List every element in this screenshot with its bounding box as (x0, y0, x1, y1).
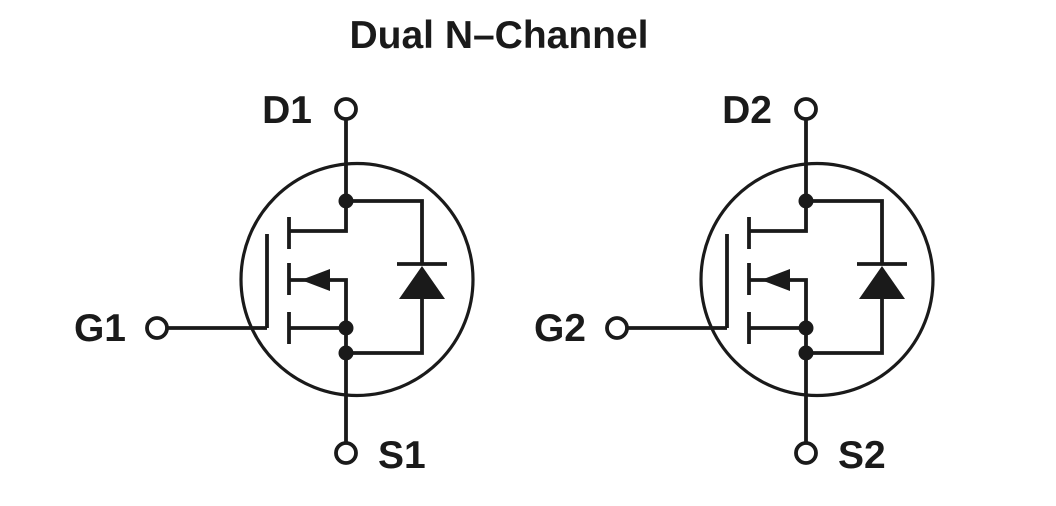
mosfet-q2-symbol: D2 G2 S2 (534, 89, 935, 477)
junction-dot-drain (338, 193, 354, 209)
gate-terminal (605, 316, 629, 340)
source-terminal (794, 441, 818, 465)
junction-dot-source-body (798, 320, 814, 336)
drain-label: D2 (722, 89, 772, 132)
junction-dot-source-body (338, 320, 354, 336)
diode-upper-branch (806, 199, 884, 264)
drain-terminal (794, 97, 818, 121)
drain-channel-connection (289, 201, 348, 233)
page-title: Dual N–Channel (349, 14, 648, 57)
body-connection (289, 278, 348, 328)
gate-label: G2 (534, 307, 586, 350)
diode-upper-branch (346, 199, 424, 264)
transistor-envelope-circle (239, 161, 475, 398)
source-terminal (334, 441, 358, 465)
body-arrow-icon (301, 269, 330, 291)
gate-label: G1 (74, 307, 126, 350)
gate-terminal (145, 316, 169, 340)
diode-lower-branch (806, 299, 884, 355)
body-arrow-icon (761, 269, 790, 291)
junction-dot-source-diode (798, 345, 814, 361)
source-label: S2 (838, 434, 886, 477)
drain-terminal (334, 97, 358, 121)
drain-label: D1 (262, 89, 312, 132)
body-connection (749, 278, 808, 328)
drain-channel-connection (749, 201, 808, 233)
diode-anode-triangle-icon (399, 266, 445, 299)
junction-dot-source-diode (338, 345, 354, 361)
source-label: S1 (378, 434, 426, 477)
diode-lower-branch (346, 299, 424, 355)
junction-dot-drain (798, 193, 814, 209)
mosfet-q1-symbol: D1 G1 S1 (74, 89, 475, 477)
diode-anode-triangle-icon (859, 266, 905, 299)
transistor-envelope-circle (699, 161, 935, 398)
